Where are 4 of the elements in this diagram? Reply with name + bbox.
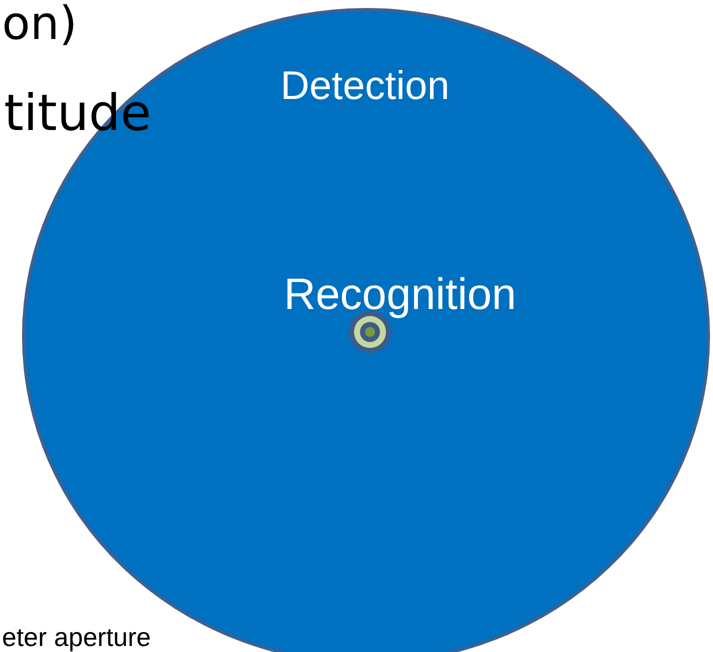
circle-label: Detection (280, 63, 450, 109)
circle-label: Recognition (282, 270, 518, 321)
text-fragment: eter aperture (2, 624, 151, 650)
text-fragment: on) (2, 0, 78, 46)
